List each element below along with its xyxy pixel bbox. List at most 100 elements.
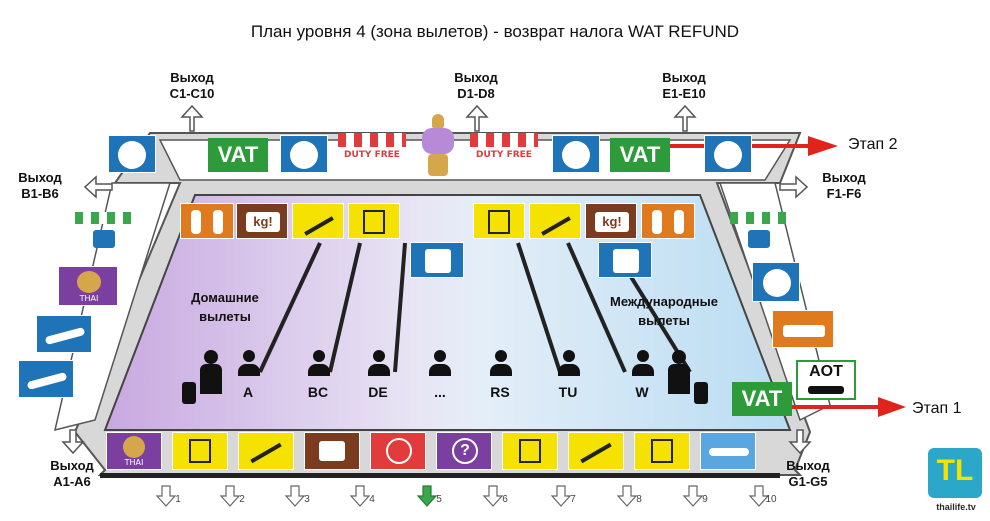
gate-number: 7: [570, 494, 576, 505]
right-lounge-sign: [752, 262, 800, 302]
exit-g-label: Выход: [786, 458, 830, 473]
airplane-icon: [709, 448, 749, 456]
duty-free-label-right: DUTY FREE: [476, 150, 532, 160]
page-title: План уровня 4 (зона вылетов) - возврат н…: [250, 22, 740, 41]
immigration-officer-icon: [613, 249, 639, 273]
site-name: thailife.tv: [936, 502, 976, 512]
gate-number: 2: [239, 494, 245, 505]
gate-number: 3: [304, 494, 310, 505]
domestic-departures-label: Домашние вылеты: [170, 288, 280, 326]
top-vat-sign-left: VAT: [208, 138, 268, 172]
lounge-icon: [290, 141, 318, 169]
elevator-icon: [651, 439, 673, 463]
elevator-sign-left: [348, 203, 400, 239]
awning-icon: [730, 212, 786, 224]
suitcase-icon: [319, 441, 345, 461]
exit-arrows: [61, 104, 812, 455]
departures-plane-sign: [700, 432, 756, 470]
rest-area-sign-1: [36, 315, 92, 353]
counter-label: A: [242, 384, 254, 400]
escalator-icon: [541, 216, 571, 236]
thai-statue-icon: [418, 114, 458, 178]
escalator-sign-left: [292, 203, 344, 239]
lounge-icon: [118, 141, 146, 169]
suitcase-icon: [182, 382, 196, 404]
exit-b-label: Выход: [18, 170, 62, 185]
exit-a-gates: A1-A6: [53, 474, 91, 489]
exit-a-label: Выход: [50, 458, 94, 473]
shop-right: [730, 212, 786, 256]
exit-g-gates: G1-G5: [788, 474, 828, 489]
gate-number: 1: [175, 494, 181, 505]
agent-icon-tu: [556, 350, 582, 376]
top-sign-lounge-3: [552, 135, 600, 173]
baggage-weight-sign-left: kg!: [236, 203, 288, 239]
immigration-officer-icon: [425, 249, 451, 273]
counter-label: TU: [558, 384, 578, 400]
thai-label-bottom: THAI: [124, 458, 144, 467]
thai-label-left: THAI: [79, 294, 99, 303]
exit-c-gates: C1-C10: [169, 86, 215, 101]
baggage-weight-sign-right: kg!: [585, 203, 637, 239]
traveler-body-icon: [668, 364, 690, 394]
duty-free-shop-left: DUTY FREE: [338, 133, 406, 175]
escalator-icon: [250, 442, 282, 464]
medical-cross-icon: [386, 438, 412, 464]
kg-label-right: kg!: [595, 212, 629, 232]
escalator-sign-bottom-2: [568, 432, 624, 470]
bed-icon: [783, 325, 825, 337]
gate-number: 8: [636, 494, 642, 505]
man-icon: [674, 210, 684, 234]
lounge-icon: [714, 141, 742, 169]
exit-e-gates: E1-E10: [662, 86, 706, 101]
passport-control-sign-left: [410, 242, 464, 278]
question-mark-icon: ?: [452, 438, 478, 464]
agent-icon-bc: [306, 350, 332, 376]
escalator-sign-bottom-1: [238, 432, 294, 470]
traveler-icon: [204, 350, 218, 364]
lounge-icon: [562, 141, 590, 169]
escalator-icon: [304, 216, 334, 236]
bottom-gate-arrows: [155, 485, 770, 507]
woman-icon: [191, 210, 201, 234]
exit-f-gates: F1-F6: [826, 186, 862, 201]
exit-e: Выход E1-E10: [652, 70, 716, 102]
exit-d-gates: D1-D8: [457, 86, 495, 101]
thai-logo-icon: [123, 436, 145, 458]
duty-free-label-left: DUTY FREE: [344, 150, 400, 160]
thai-airways-sign-left: THAI: [58, 266, 118, 306]
awning-icon: [470, 133, 538, 147]
aot-label: AOT: [809, 363, 843, 380]
exit-d-label: Выход: [454, 70, 498, 85]
vat-refund-sign-stage1: VAT: [732, 382, 792, 416]
lounge-chair-icon: [44, 326, 86, 346]
elevator-sign-bottom-1: [172, 432, 228, 470]
restroom-sign-left: [180, 203, 234, 239]
site-logo: TL: [928, 448, 982, 498]
logo-letters: TL: [936, 454, 974, 487]
exit-g: Выход G1-G5: [776, 458, 840, 490]
stage-2-label: Этап 2: [848, 136, 898, 153]
exit-b: Выход B1-B6: [8, 170, 72, 202]
top-sign-lounge-2: [280, 135, 328, 173]
elevator-icon: [363, 210, 385, 234]
elevator-icon: [519, 439, 541, 463]
traveler-icon: [672, 350, 686, 364]
first-aid-sign: [370, 432, 426, 470]
international-line-2: вылеты: [638, 313, 690, 328]
car-icon: [808, 386, 844, 394]
lounge-icon: [763, 269, 791, 297]
thai-logo-icon: [77, 271, 101, 293]
international-departures-label: Международные вылеты: [594, 292, 734, 330]
top-sign-lounge-4: [704, 135, 752, 173]
gate-number: 9: [702, 494, 708, 505]
gate-number: 6: [502, 494, 508, 505]
exit-c-label: Выход: [170, 70, 214, 85]
counter-label: RS: [490, 384, 510, 400]
gate-number-highlighted: 5: [436, 494, 442, 505]
counter-label: DE: [368, 384, 388, 400]
elevator-sign-bottom-2: [502, 432, 558, 470]
stage-1-label: Этап 1: [912, 400, 962, 417]
awning-icon: [338, 133, 406, 147]
domestic-line-2: вылеты: [199, 309, 251, 324]
